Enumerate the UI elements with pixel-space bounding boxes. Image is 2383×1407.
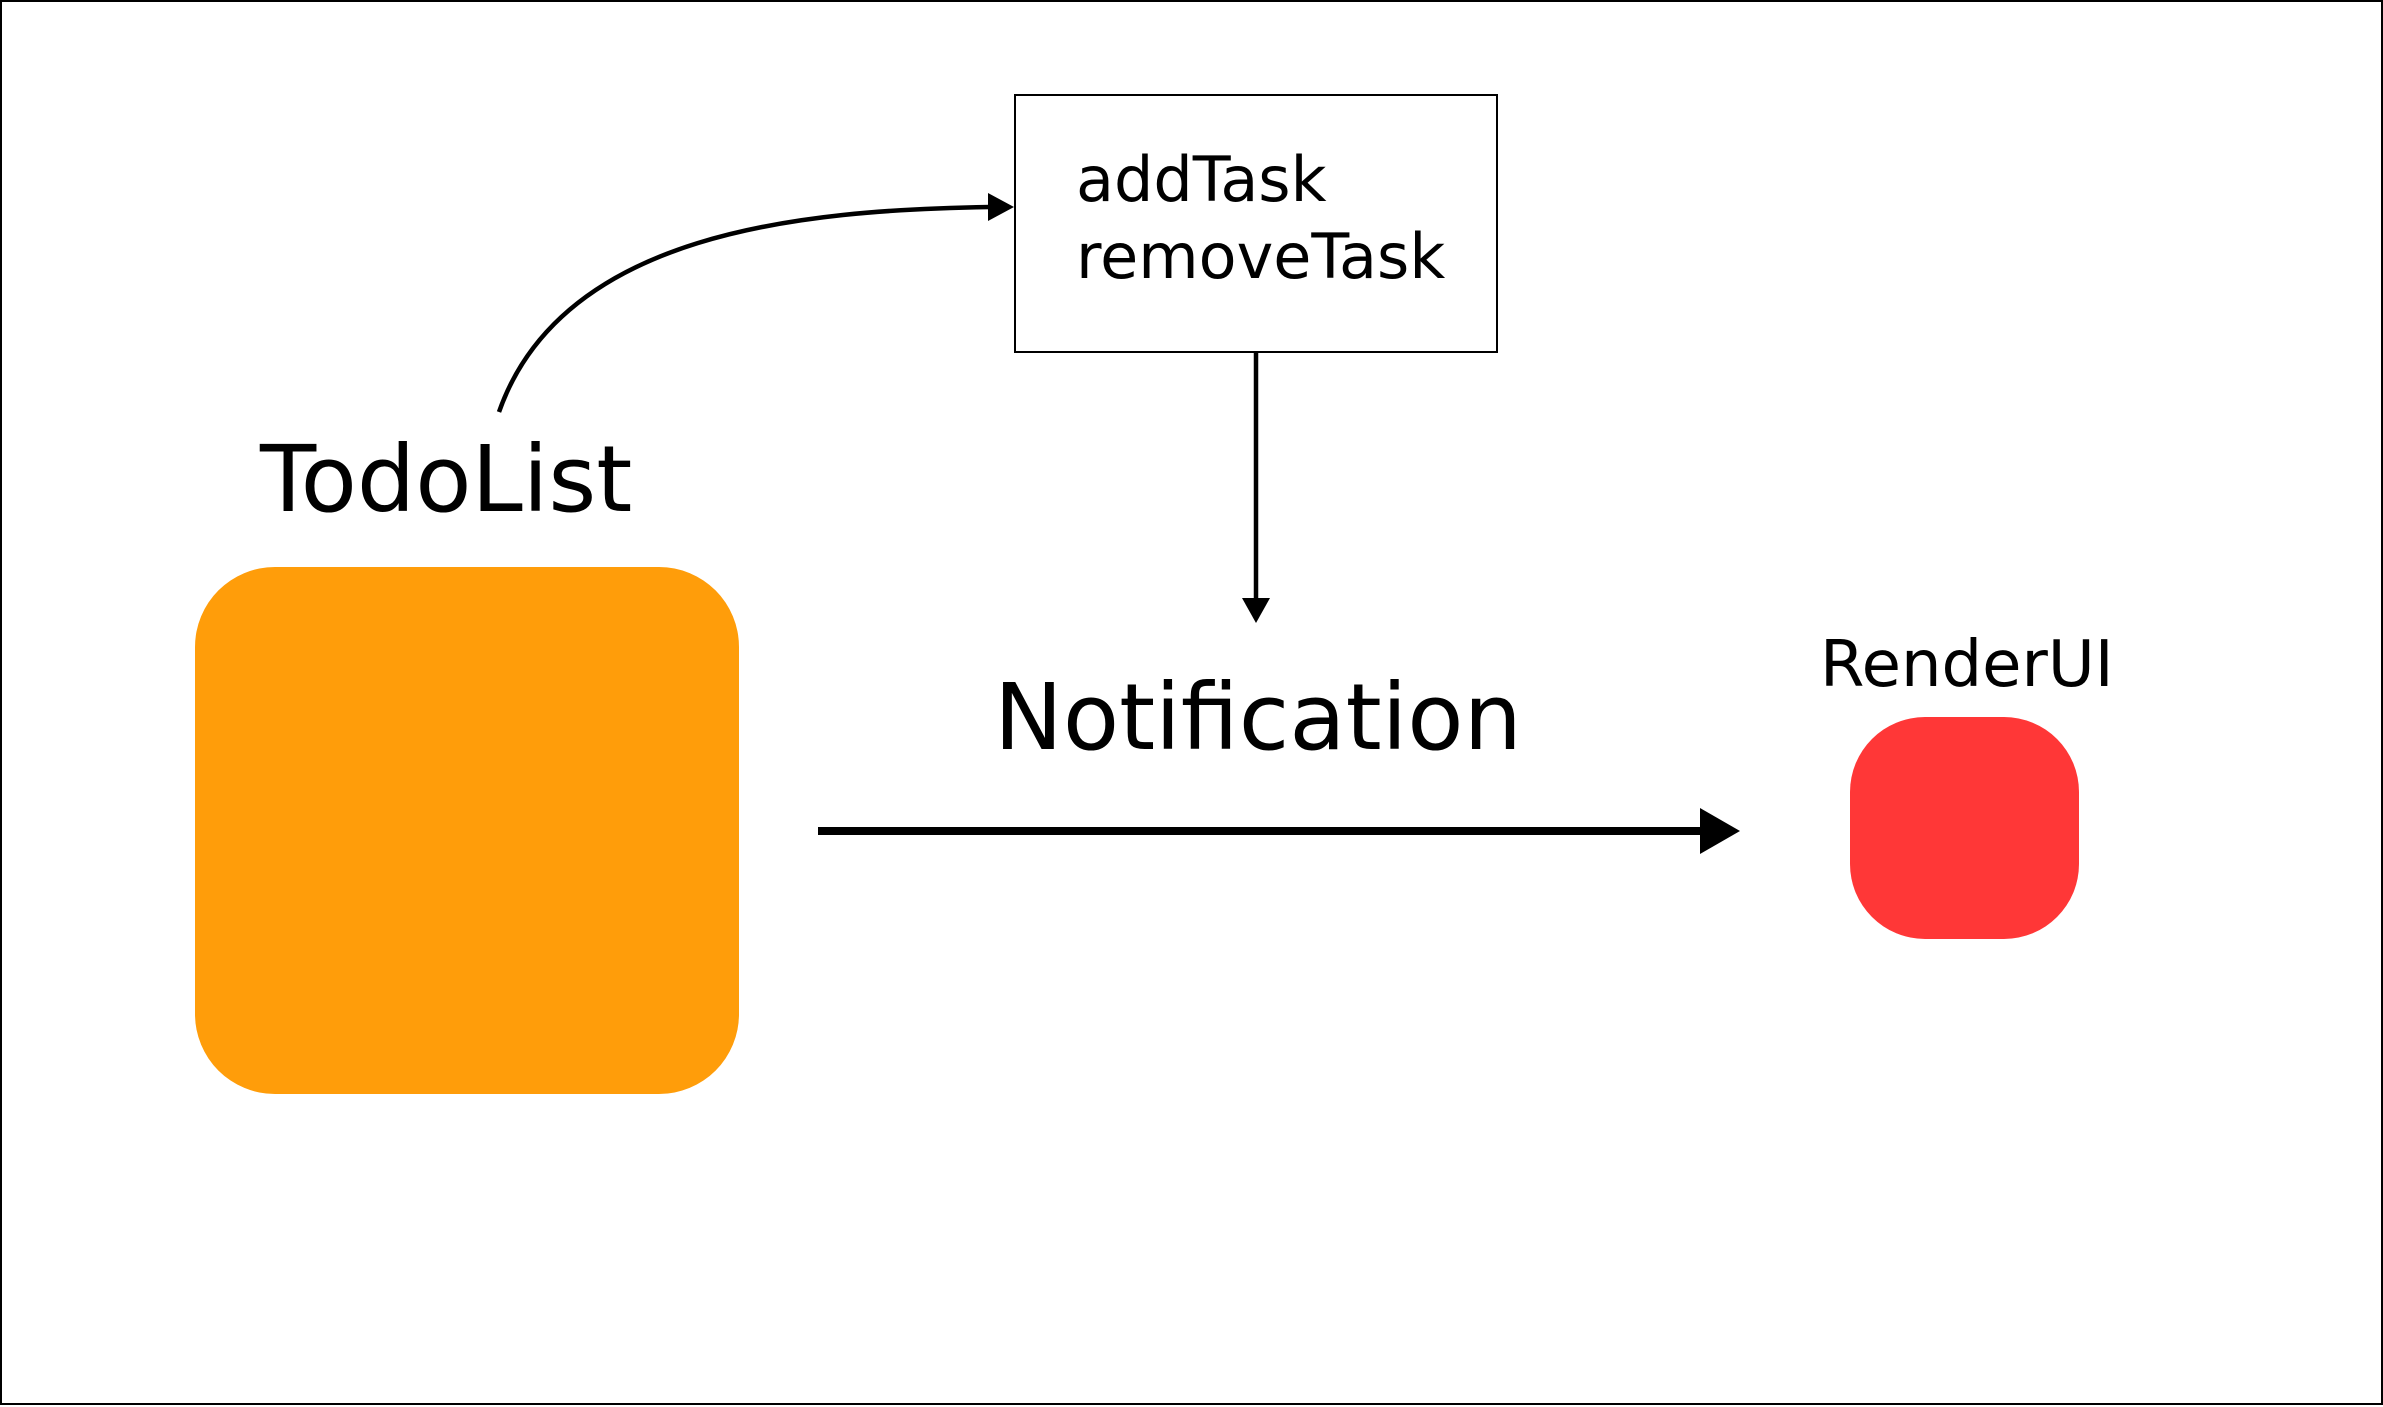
methods-box: addTask removeTask	[1014, 94, 1498, 353]
todolist-to-methods-arrow	[496, 204, 991, 413]
methods-to-notification-arrowhead	[1242, 598, 1270, 623]
renderui-label: RenderUI	[1820, 628, 2114, 702]
renderui-block	[1850, 717, 2079, 939]
notification-arrowhead	[1700, 808, 1740, 854]
method-add-task: addTask	[1076, 143, 1327, 216]
method-remove-task: removeTask	[1076, 220, 1446, 293]
todolist-block	[195, 567, 739, 1094]
notification-label: Notification	[994, 664, 1522, 771]
todolist-label: TodoList	[260, 426, 633, 533]
todolist-to-methods-arrowhead	[988, 193, 1014, 221]
